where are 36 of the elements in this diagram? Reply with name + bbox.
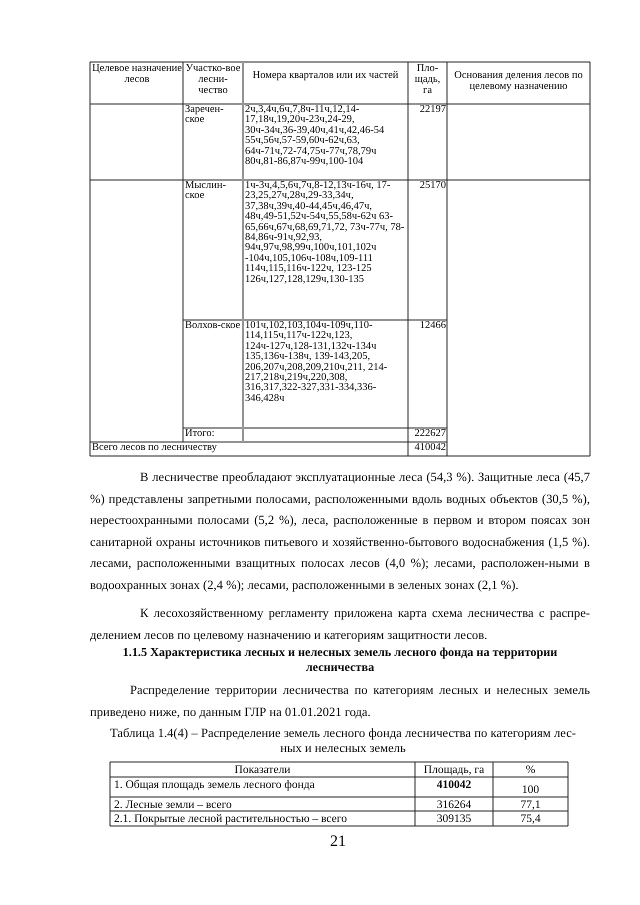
paragraph: В лесничестве преобладают эксплуатационные леса (54,3 %). Защитные леса (45,7 %) представлены запретными полосами, расположенными вдоль водных объектов (30,5 %), нерестоохранными полосами (5,2 %), леса, расположенные в первом и втором поясах зон санитарной охраны источников питьевого и хозяйственно-бытового водоснабжения (1,5 %). лесами, расположенными взащитных полосах лесов (4,0 %); лесами, расположен-ными в водоохранных зонах (2,4 %); лесами, расположенными в зеленых зонах (2,1 %). [90,469,590,594]
district-name: Заречен-ское [185,105,225,126]
area-value: 12466 [418,321,446,332]
paragraph: Распределение территории лесничества по категориям лесных и нелесных земель приведено ниже, по данным ГЛР на 01.01.2021 года. [90,682,590,721]
column-header: Номера кварталов или их частей [252,70,400,81]
section-heading: 1.1.5 Характеристика лесных и нелесных земель лесного фонда на территории лесничества [122,645,558,675]
indicator-name: 2.1. Покрытые лесной растительностью – всего [114,812,348,826]
percent-value: 75,4 [519,812,542,826]
column-header: Показатели [234,763,292,777]
area-value: 22197 [418,105,446,116]
total-label: Итого: [185,429,216,440]
district-name: Мыслин-ское [185,181,228,202]
district-name: Волхов-ское [185,321,241,332]
table-caption: Таблица 1.4(4) – Распределение земель лесного фонда лесничества по категориям лес-ных и нелесных земель [110,726,576,756]
indicator-name: 1. Общая площадь земель лесного фонда [114,778,316,792]
percent-value: 77,1 [519,798,542,812]
paragraph: К лесохозяйственному регламенту приложена карта схема лесничества с распре-делением лесов по целевому назначению и категориям защитности лесов. [90,605,590,644]
area-value: 309135 [436,812,472,826]
area-value: 25170 [418,181,446,192]
area-value: 222627 [414,429,446,440]
quarter-numbers: 2ч,3,4ч,6ч,7,8ч-11ч,12,14-17,18ч,19,20ч-23ч,24-29, 30ч-34ч,36-39,40ч,41ч,42,46-54 55ч,56ч,57-59,60ч-62ч,63, 64ч-71ч,72-74,75ч-77ч,78,79ч 80ч,81-86,87ч-99ч,100-104 [245,105,386,168]
column-header: Площадь, га [422,763,486,777]
column-header: Целевое назначение лесов [92,63,182,85]
total-label: Всего лесов по лесничеству [92,443,218,454]
area-value: 410042 [414,443,446,454]
column-header: Основания деления лесов по целевому назначению [453,70,584,92]
quarter-numbers: 101ч,102,103,104ч-109ч,110-114,115ч,117ч-122ч,123, 124ч-127ч,128-131,132ч-134ч 135,136ч-138ч, 139-143,205, 206,207ч,208,209,210ч,211, 214-217,218ч,219ч,220,308, 316,317,322-327,331-334,336-346,428ч [245,321,388,404]
column-header: Пло-щадь, га [414,63,442,96]
percent-value: 100 [520,783,540,797]
column-header: Участко-вое лесни-чество [184,63,242,96]
indicator-name: 2. Лесные земли – всего [114,798,233,812]
area-value: 410042 [436,778,472,792]
column-header: % [524,763,536,777]
quarter-numbers: 1ч-3ч,4,5,6ч,7ч,8-12,13ч-16ч, 17-23,25,27ч,28ч,29-33,34ч, 37,38ч,39ч,40-44,45ч,46,47ч, 48ч,49-51,52ч-54ч,55,58ч-62ч 63-65,66ч,67ч,68,69,71,72, 73ч-77ч, 78-84,86ч-91ч,92,93, 94ч,97ч,98,99ч,100ч,101,102ч -104ч,105,106ч-108ч,109-111 114ч,115,116ч-122ч, 123-125 126ч,127,128,129ч,130-135 [245,181,406,286]
area-value: 316264 [436,798,472,812]
page-number: 21 [329,832,347,852]
